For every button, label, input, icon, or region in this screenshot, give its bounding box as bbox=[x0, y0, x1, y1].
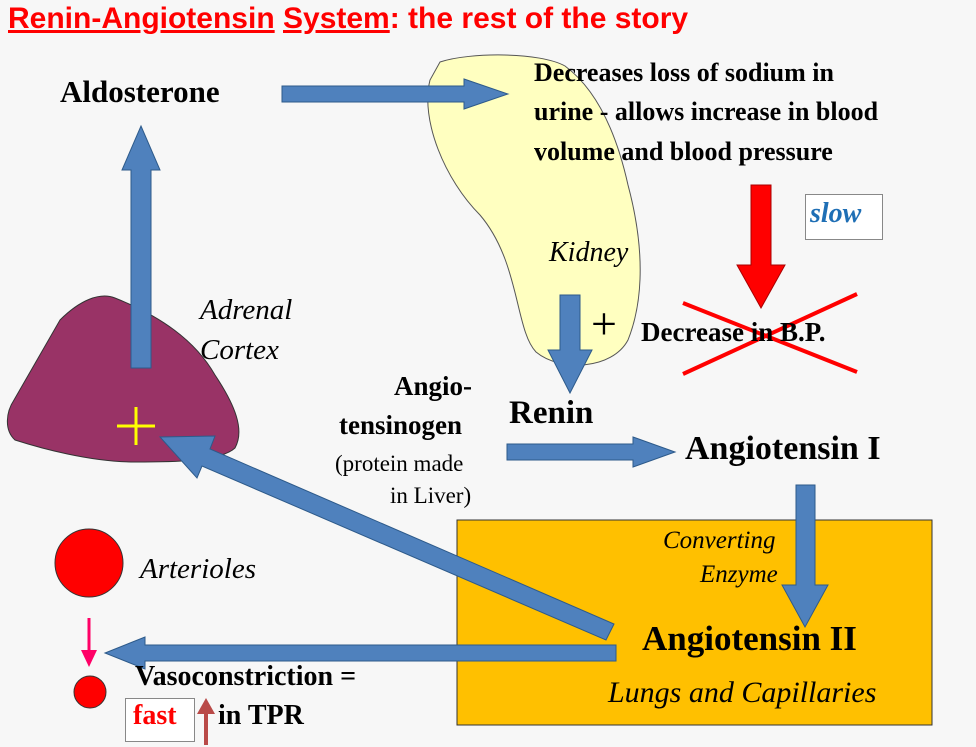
red-down-arrow bbox=[736, 184, 786, 310]
angiotensin1-label: Angiotensin I bbox=[685, 430, 881, 467]
angiotensinogen-line4: in Liver) bbox=[390, 483, 472, 508]
arrow-adrenal-to-aldosterone bbox=[121, 124, 161, 369]
effect-line2: urine - allows increase in blood bbox=[534, 97, 879, 126]
title-part3: : the rest of the story bbox=[389, 2, 689, 35]
in-tpr-label: in TPR bbox=[218, 700, 304, 731]
page-title: Renin-Angiotensin System: the rest of th… bbox=[8, 2, 688, 36]
black-plus-sign: + bbox=[591, 298, 617, 349]
vasoconstriction-label: Vasoconstriction = bbox=[135, 661, 357, 692]
angiotensin2-label: Angiotensin II bbox=[642, 619, 857, 658]
adrenal-cortex-shape bbox=[6, 295, 240, 463]
arteriole-small bbox=[73, 675, 107, 709]
renin-label: Renin bbox=[509, 395, 594, 431]
converting-enzyme-line2: Enzyme bbox=[700, 561, 778, 588]
arrow-renin-to-angiotensin1 bbox=[506, 436, 677, 468]
kidney-label: Kidney bbox=[549, 237, 629, 268]
pink-down-arrow-head bbox=[81, 650, 97, 667]
angiotensinogen-line2: tensinogen bbox=[339, 410, 463, 440]
decrease-bp-label: Decrease in B.P. bbox=[641, 317, 826, 347]
aldosterone-label: Aldosterone bbox=[60, 74, 220, 109]
adrenal-label-line1: Adrenal bbox=[200, 294, 293, 326]
arrow-kidney-to-renin bbox=[547, 294, 593, 395]
slow-label: slow bbox=[810, 198, 862, 229]
enzyme-box bbox=[456, 519, 933, 726]
fast-badge bbox=[125, 698, 195, 742]
arrow-angiotensin2-to-vasoconstriction bbox=[103, 636, 617, 670]
title-part1: Renin-Angiotensin bbox=[8, 2, 275, 35]
increase-arrow-head bbox=[197, 698, 215, 714]
fast-label: fast bbox=[133, 700, 177, 731]
slow-badge bbox=[805, 194, 883, 240]
arrow-angiotensin1-to-angiotensin2 bbox=[781, 484, 829, 629]
effect-line3: volume and blood pressure bbox=[534, 137, 833, 166]
converting-enzyme-line1: Converting bbox=[663, 527, 776, 554]
title-part2: System bbox=[283, 2, 390, 35]
arteriole-large bbox=[54, 528, 124, 598]
adrenal-label-line2: Cortex bbox=[200, 334, 279, 366]
red-cross-line-2 bbox=[682, 292, 858, 376]
effect-line1: Decreases loss of sodium in bbox=[534, 58, 834, 87]
arrow-angiotensin2-to-adrenal bbox=[158, 435, 615, 641]
arterioles-label: Arterioles bbox=[140, 553, 256, 585]
kidney-shape bbox=[427, 54, 641, 366]
red-cross-line-1 bbox=[682, 301, 858, 374]
angiotensinogen-line3: (protein made bbox=[335, 451, 464, 476]
angiotensinogen-line1: Angio- bbox=[394, 371, 473, 401]
arrow-aldosterone-to-effect bbox=[281, 78, 510, 110]
lungs-capillaries-label: Lungs and Capillaries bbox=[608, 676, 877, 709]
